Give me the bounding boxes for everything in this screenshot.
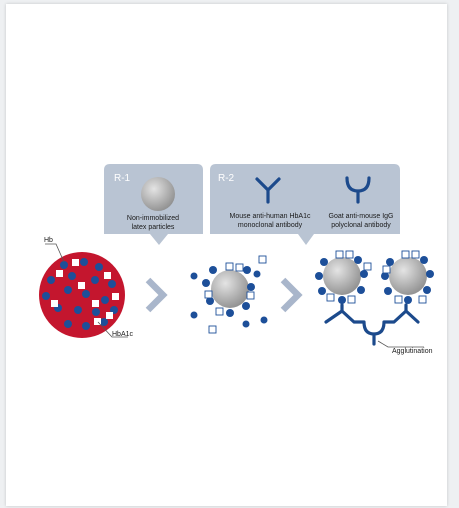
r1-label-line2: latex particles (132, 224, 175, 231)
hb-label: Hb (44, 237, 53, 244)
cell-hba1c-squares (51, 259, 119, 325)
middle-adsorbed-proteins (202, 262, 255, 317)
agglutination-leader-line (377, 340, 424, 348)
r2-header: R-2 (218, 173, 235, 184)
r1-label-line1: Non-immobilized (127, 215, 179, 222)
goat-antibody-icon (345, 176, 371, 204)
free-hemoglobin-dots (190, 270, 268, 328)
agglutination-label: Agglutination (392, 348, 433, 355)
mouse-antibody-label-line1: Mouse anti-human HbA1c (230, 213, 311, 220)
goat-antibody-label-line1: Goat anti-mouse IgG (329, 213, 394, 220)
free-hba1c-squares (208, 255, 267, 334)
step-arrow-1-icon (145, 277, 168, 313)
assay-diagram: R-1 Non-immobilized latex particles R-2 … (39, 164, 434, 355)
mouse-antibody-label-line2: monoclonal antibody (238, 222, 303, 229)
antibody-bridge (324, 303, 420, 346)
step-arrow-2-icon (280, 277, 303, 313)
r2-panel (210, 164, 400, 245)
agglutinated-particle-left (315, 250, 372, 304)
mouse-antibody-icon (255, 177, 281, 204)
hba1c-leader-line (97, 321, 128, 338)
hb-leader-line (45, 243, 65, 263)
hba1c-label: HbA1c (112, 331, 134, 338)
agglutinated-particle-right (381, 250, 434, 304)
cell-hemoglobin-dots (42, 258, 118, 330)
diagram-page: R-1 Non-immobilized latex particles R-2 … (6, 4, 447, 506)
goat-antibody-label-line2: polyclonal antibody (331, 222, 391, 229)
middle-latex-particle (211, 270, 249, 308)
latex-particle-icon (141, 177, 175, 211)
r1-header: R-1 (114, 173, 131, 184)
